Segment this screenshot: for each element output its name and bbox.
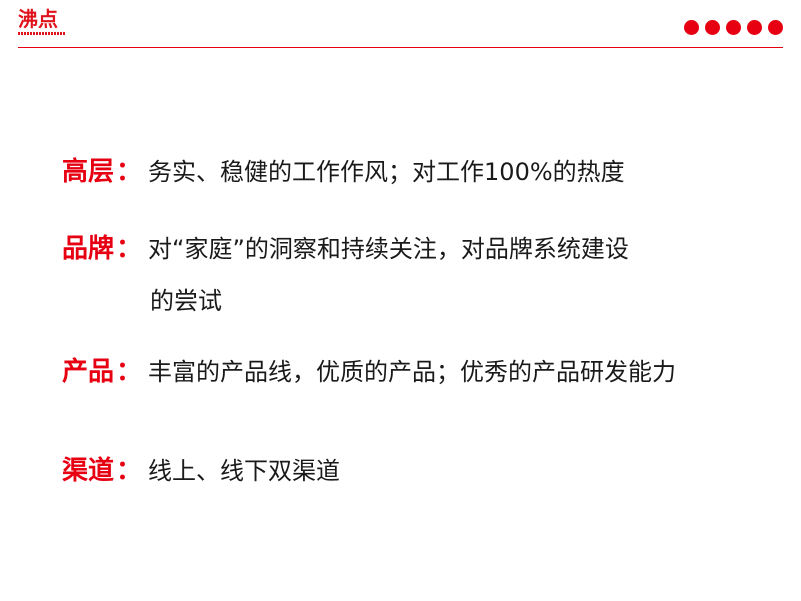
point-senior-management: 高层：务实、稳健的工作作风；对工作100%的热度 — [62, 157, 742, 187]
point-text: 对“家庭”的洞察和持续关注，对品牌系统建设 — [148, 235, 629, 263]
point-channel: 渠道：线上、线下双渠道 — [62, 456, 742, 486]
point-brand: 品牌：对“家庭”的洞察和持续关注，对品牌系统建设 的尝试 — [62, 234, 742, 316]
point-label: 品牌 — [62, 234, 115, 264]
logo-underline-decoration — [18, 32, 66, 35]
point-text: 务实、稳健的工作作风；对工作100%的热度 — [148, 158, 625, 186]
point-separator: ： — [116, 456, 143, 486]
dot-icon — [768, 20, 783, 35]
dot-icon — [747, 20, 762, 35]
point-text: 线上、线下双渠道 — [148, 457, 341, 485]
header-divider — [18, 47, 783, 48]
logo: 沸点 — [18, 8, 66, 44]
logo-text: 沸点 — [18, 7, 58, 31]
point-label: 高层 — [62, 157, 115, 187]
point-separator: ： — [116, 357, 143, 387]
point-label: 产品 — [62, 357, 115, 387]
point-separator: ： — [116, 234, 143, 264]
point-text-continuation: 的尝试 — [150, 287, 222, 315]
dot-icon — [684, 20, 699, 35]
point-separator: ： — [116, 157, 143, 187]
point-text: 丰富的产品线，优质的产品；优秀的产品研发能力 — [148, 358, 677, 386]
dot-icon — [705, 20, 720, 35]
dot-icon — [726, 20, 741, 35]
point-label: 渠道 — [62, 456, 115, 486]
header-dots — [684, 20, 783, 35]
point-product: 产品：丰富的产品线，优质的产品；优秀的产品研发能力 — [62, 357, 742, 387]
